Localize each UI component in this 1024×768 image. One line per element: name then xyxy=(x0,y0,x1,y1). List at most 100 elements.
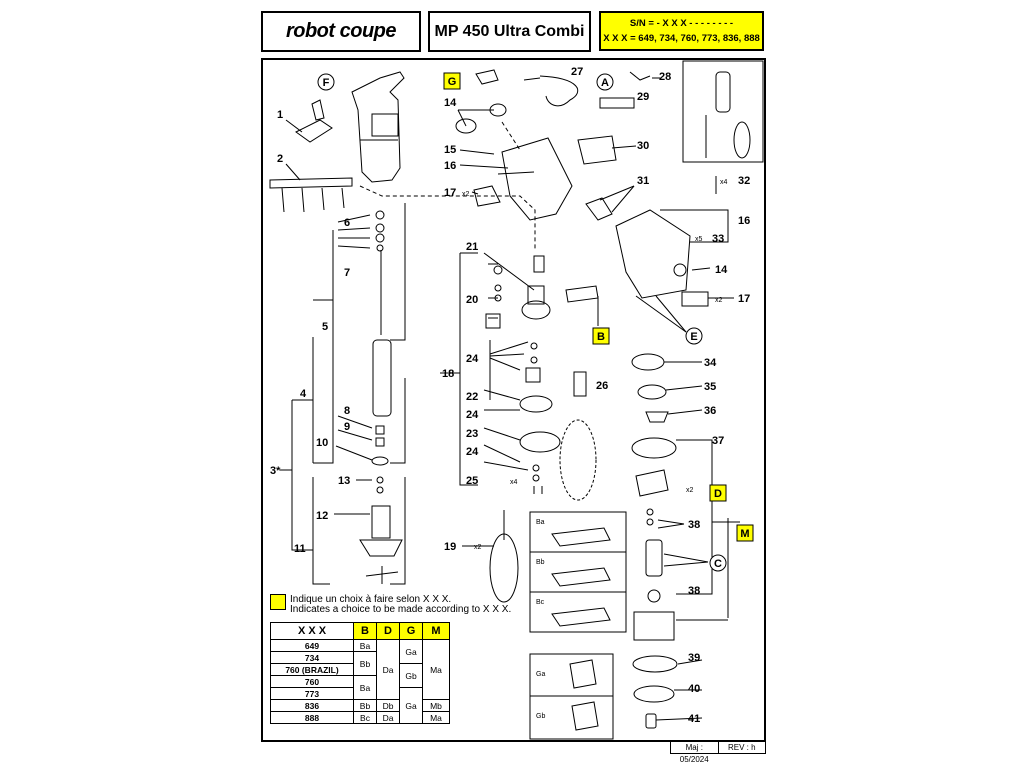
shaft-part-drawing xyxy=(645,539,663,577)
callout-18: 18 xyxy=(442,368,454,380)
bracket-18 xyxy=(459,253,478,486)
cell-b-649: Ba xyxy=(353,639,377,652)
callout-17a: 17 xyxy=(444,187,456,199)
bell-guard-drawing xyxy=(359,539,403,557)
part-35-drawing xyxy=(637,384,667,400)
callout-36: 36 xyxy=(704,405,716,417)
part-39-drawing xyxy=(632,655,678,673)
callout-15: 15 xyxy=(444,144,456,156)
callout-17b: 17 xyxy=(738,293,750,305)
marker-e: E xyxy=(690,331,697,343)
cell-g-760: Gb xyxy=(399,663,423,688)
motor-housing-drawing xyxy=(615,209,691,299)
callout-21: 21 xyxy=(466,241,478,253)
callout-2: 2 xyxy=(277,153,283,165)
option-bc: Bc xyxy=(536,599,545,606)
qty-33: x5 xyxy=(695,236,703,243)
callout-11: 11 xyxy=(294,543,306,555)
marker-d: D xyxy=(714,488,722,500)
pcb-drawing xyxy=(577,135,617,165)
row-760-brazil: 760 (BRAZIL) xyxy=(270,663,354,676)
callout-20: 20 xyxy=(466,294,478,306)
callout-38b: 38 xyxy=(688,585,700,597)
legend-fr: Indique un choix à faire selon X X X. xyxy=(290,594,452,605)
wall-rack-drawing xyxy=(269,177,353,213)
legend-en: Indicates a choice to be made according … xyxy=(290,604,512,615)
qty-17a: x2 xyxy=(462,191,470,198)
callout-31: 31 xyxy=(637,175,649,187)
robot-coupe-logo: robot coupe xyxy=(261,11,421,52)
callout-29: 29 xyxy=(637,91,649,103)
part-36-drawing xyxy=(645,411,669,423)
callout-10: 10 xyxy=(316,437,328,449)
callout-30: 30 xyxy=(637,140,649,152)
qty-25: x4 xyxy=(510,479,518,486)
marker-d-box xyxy=(709,484,727,502)
revision-footer: Maj : 05/2024 REV : h xyxy=(670,742,766,764)
callout-23: 23 xyxy=(466,428,478,440)
alignment-dashed-line xyxy=(359,185,536,250)
marker-m-box xyxy=(736,524,754,542)
motor-unit-drawing xyxy=(351,71,405,183)
callout-24b: 24 xyxy=(466,409,479,421)
switch-drawing xyxy=(475,69,499,85)
callout-41: 41 xyxy=(688,713,700,725)
callout-37: 37 xyxy=(712,435,724,447)
callout-25: 25 xyxy=(466,475,478,487)
row-773: 773 xyxy=(270,687,354,700)
callout-13: 13 xyxy=(338,475,350,487)
cell-b-760-773: Ba xyxy=(353,675,377,700)
th-m: M xyxy=(422,622,450,640)
th-xxx: X X X xyxy=(270,622,354,640)
callout-5: 5 xyxy=(322,321,328,333)
marker-f: F xyxy=(323,77,330,89)
whisk-coupling-drawing xyxy=(573,371,587,397)
marker-a: A xyxy=(601,77,609,89)
footer-rev: REV : h xyxy=(717,742,766,753)
th-b: B xyxy=(353,622,377,640)
callout-28: 28 xyxy=(659,71,671,83)
grip-drawing-17 xyxy=(473,185,501,207)
callout-34: 34 xyxy=(704,357,717,369)
cell-g-649-734: Ga xyxy=(399,639,423,664)
gear-plate-22 xyxy=(519,395,553,413)
part-41-drawing xyxy=(645,713,657,729)
callout-40: 40 xyxy=(688,683,700,695)
cell-d-836: Db xyxy=(376,699,400,712)
model-name: MP 450 Ultra Combi xyxy=(434,22,585,40)
plate-b-drawing xyxy=(565,285,599,303)
callout-12: 12 xyxy=(316,510,328,522)
gearbox-m-drawing xyxy=(633,611,675,641)
callout-35: 35 xyxy=(704,381,716,393)
whisk-drawing-26 xyxy=(559,419,597,501)
marker-c-circle xyxy=(709,554,727,572)
part-37-drawing xyxy=(631,437,677,459)
callout-14b: 14 xyxy=(715,264,728,276)
cell-d-649-773: Da xyxy=(376,639,400,700)
inset-motor-drawing xyxy=(715,71,731,113)
d-part-drawing xyxy=(635,469,669,497)
marker-g: G xyxy=(448,76,457,88)
callout-22: 22 xyxy=(466,391,478,403)
cell-g-773-888: Ga xyxy=(399,687,423,724)
serial-line-1: S/N = - X X X - - - - - - - - xyxy=(629,18,734,29)
gearbox-top-drawing xyxy=(521,300,551,320)
cell-d-888: Da xyxy=(376,711,400,724)
callout-1: 1 xyxy=(277,109,283,121)
serial-line-2: X X X = 649, 734, 760, 773, 836, 888 xyxy=(603,33,760,44)
marker-b: B xyxy=(597,331,605,343)
qty-17b: x2 xyxy=(715,297,723,304)
cell-b-734-760br: Bb xyxy=(353,651,377,676)
callout-38a: 38 xyxy=(688,519,700,531)
inset-frame xyxy=(682,60,764,163)
wall-bracket-clamp-drawing xyxy=(295,99,333,143)
gear-plate-23 xyxy=(519,431,561,453)
cell-m-836: Mb xyxy=(422,699,450,712)
variant-table: X X X B D G M 649 Ba Da Ga Ma 734 Bb 760… xyxy=(270,622,450,724)
callout-32: 32 xyxy=(738,175,750,187)
cell-b-836: Bb xyxy=(353,699,377,712)
callout-24a: 24 xyxy=(466,353,479,365)
callout-19: 19 xyxy=(444,541,456,553)
callout-9: 9 xyxy=(344,421,350,433)
callout-4: 4 xyxy=(300,388,307,400)
